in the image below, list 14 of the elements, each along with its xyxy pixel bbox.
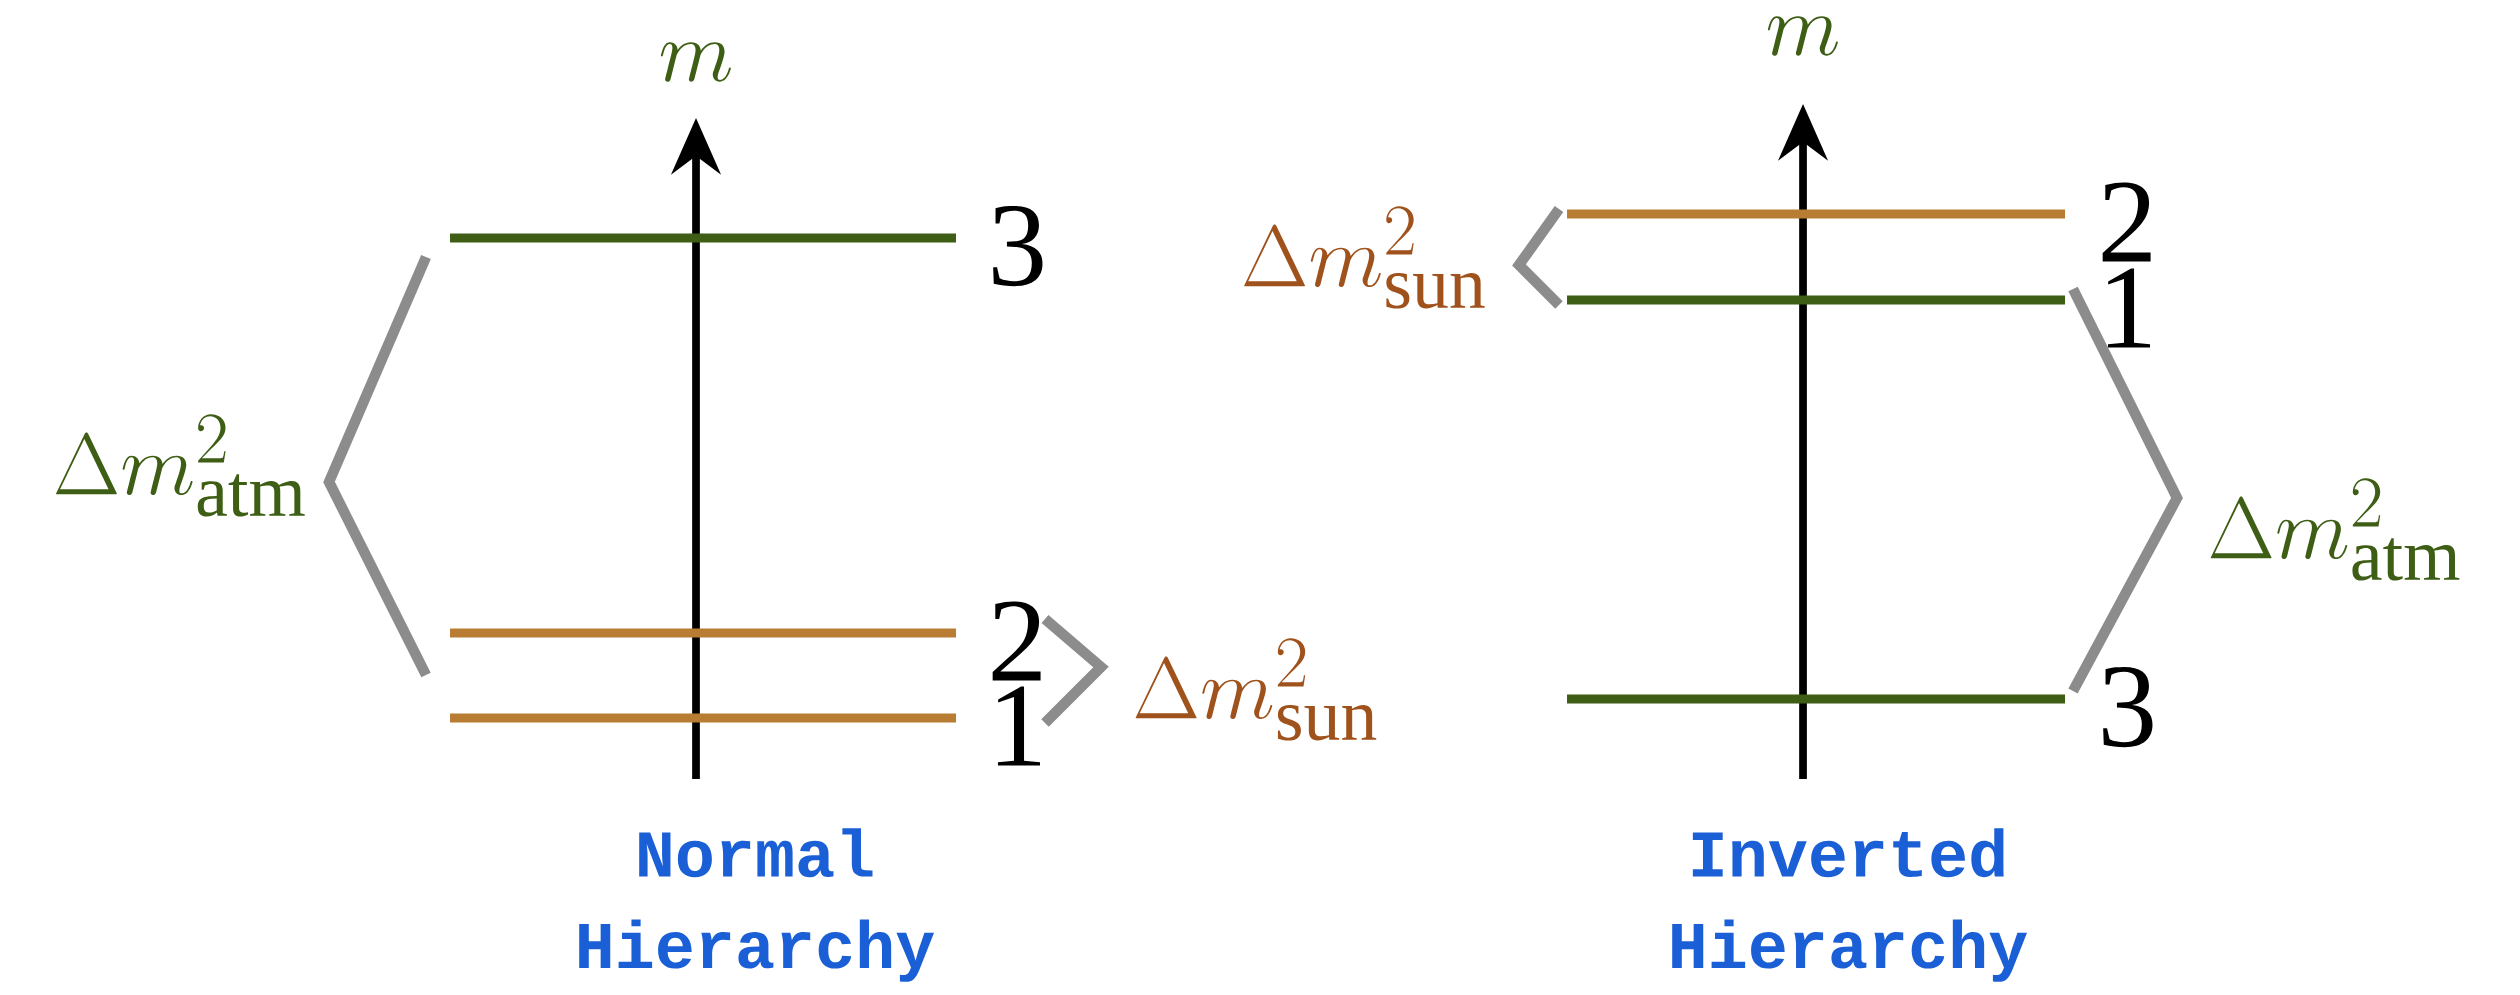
mass-splitting-label: $\Delta m^2_{\mathrm{sun}}$	[1135, 638, 1377, 741]
level-number: 1	[997, 686, 1040, 766]
mass-splitting-label: $\Delta m^2_{\mathrm{sun}}$	[1244, 206, 1485, 309]
level-number: 2	[2102, 182, 2151, 262]
level-number: 2	[992, 601, 1041, 681]
axis-label: $m$	[660, 42, 731, 82]
axis-label: $m$	[1767, 16, 1838, 56]
level-number: 3	[993, 205, 1043, 287]
mass-splitting-label: $\Delta m^2_{\mathrm{atm}}$	[56, 414, 305, 517]
level-number: 1	[2107, 268, 2150, 348]
level-number: 3	[2103, 666, 2153, 748]
hierarchy-title: Normal Hierarchy	[579, 828, 934, 982]
hierarchy-title: Inverted Hierarchy	[1672, 828, 2027, 982]
mass-splitting-label: $\Delta m^2_{\mathrm{atm}}$	[2210, 478, 2460, 581]
